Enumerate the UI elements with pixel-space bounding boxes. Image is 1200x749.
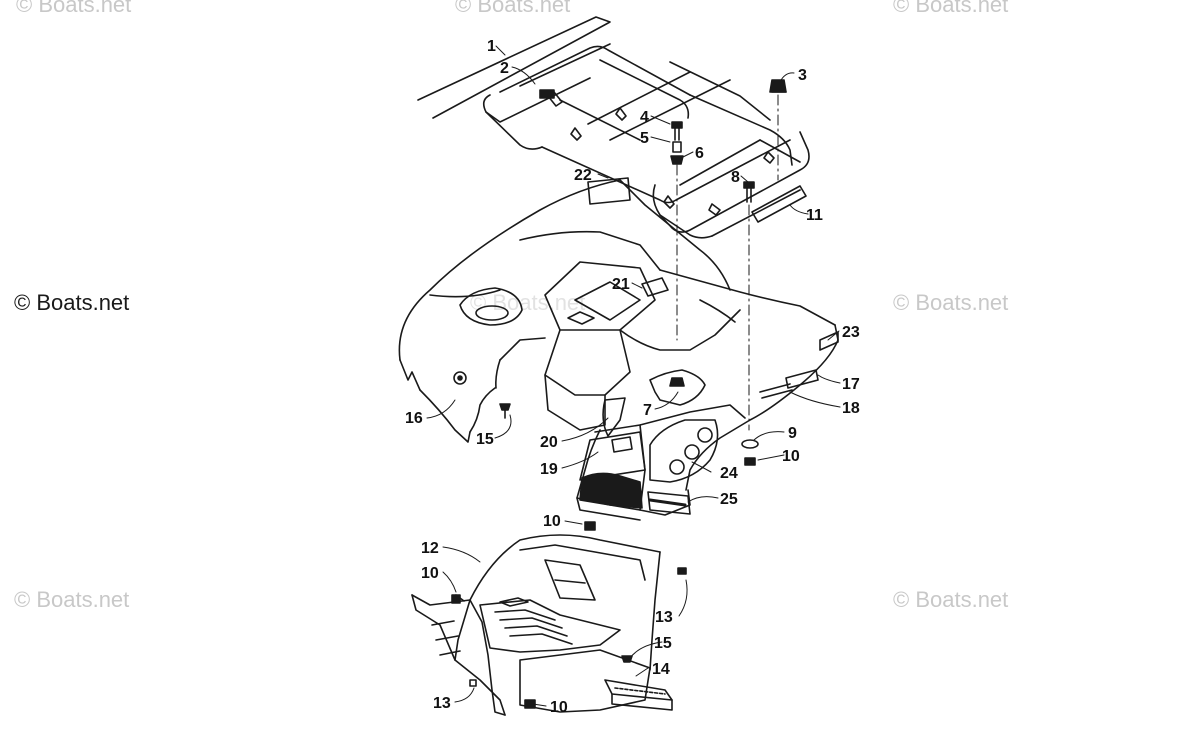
rear-fender	[398, 177, 839, 521]
callouts: 1 2 3 4 5 6 7 8 9 10 10 10 10 11 12 13 1…	[405, 38, 860, 716]
watermark: © Boats.net	[893, 0, 1009, 17]
callout-22: 22	[574, 167, 592, 184]
callout-10: 10	[421, 565, 439, 582]
alignment-lines	[676, 94, 779, 431]
callout-18: 18	[842, 400, 860, 417]
watermark: © Boats.net	[470, 290, 586, 315]
rear-rack	[417, 16, 810, 239]
callout-23: 23	[842, 324, 860, 341]
callout-20: 20	[540, 434, 558, 451]
hardware-top	[670, 79, 787, 203]
callout-3: 3	[798, 67, 807, 84]
callout-21: 21	[612, 276, 630, 293]
callout-10: 10	[543, 513, 561, 530]
callout-15: 15	[476, 431, 494, 448]
callout-11: 11	[806, 207, 823, 224]
watermark: © Boats.net	[893, 587, 1009, 612]
callout-24: 24	[720, 465, 738, 482]
callout-15: 15	[654, 635, 672, 652]
callout-10: 10	[782, 448, 800, 465]
callout-17: 17	[842, 376, 860, 393]
callout-5: 5	[640, 130, 649, 147]
callout-25: 25	[720, 491, 738, 508]
callout-14: 14	[652, 661, 670, 678]
callout-16: 16	[405, 410, 423, 427]
callout-8: 8	[731, 169, 740, 186]
copyright-notice: © Boats.net	[14, 290, 130, 315]
watermark: © Boats.net	[893, 290, 1009, 315]
callout-10: 10	[550, 699, 568, 716]
callout-9: 9	[788, 425, 797, 442]
watermark: © Boats.net	[14, 587, 130, 612]
callout-6: 6	[695, 145, 704, 162]
callout-13: 13	[433, 695, 451, 712]
leader-lines	[426, 45, 841, 707]
fasteners	[453, 371, 759, 531]
callout-13: 13	[655, 609, 673, 626]
callout-2: 2	[500, 60, 509, 77]
callout-19: 19	[540, 461, 558, 478]
callout-4: 4	[640, 109, 649, 126]
callout-7: 7	[643, 402, 652, 419]
callout-12: 12	[421, 540, 439, 557]
watermark: © Boats.net	[16, 0, 132, 17]
callout-1: 1	[487, 38, 496, 55]
footwell	[411, 534, 661, 716]
footrest-hardware	[451, 567, 687, 711]
watermark: © Boats.net	[455, 0, 571, 17]
